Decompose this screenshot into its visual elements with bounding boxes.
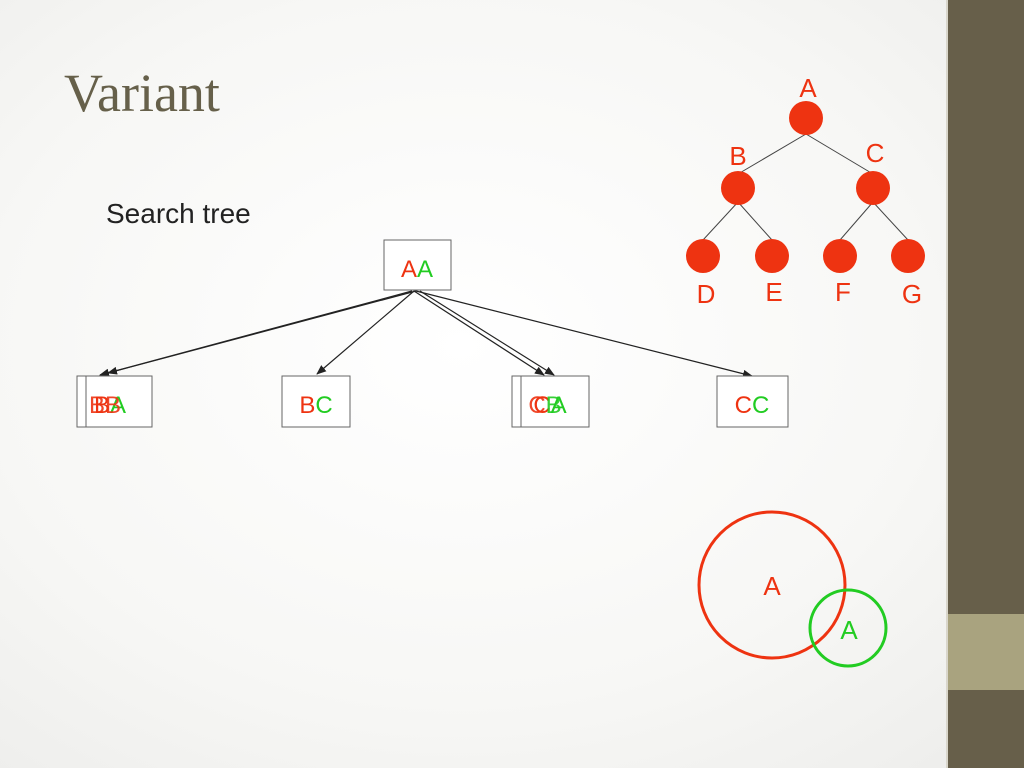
venn-label-variant: A <box>840 615 858 645</box>
tree-node <box>891 239 925 273</box>
svg-text:CA: CA <box>533 392 566 419</box>
binary-tree: A B C D E F G <box>686 73 925 309</box>
tree-node <box>789 101 823 135</box>
tree-label-a: A <box>799 73 817 103</box>
child-label-variant: C <box>315 392 332 419</box>
svg-text:BC: BC <box>299 392 332 419</box>
child-label-primary: B <box>89 392 105 419</box>
venn-circle-variant <box>808 588 888 668</box>
slide-subtitle: Search tree <box>106 198 251 229</box>
svg-text:BA: BA <box>94 392 126 419</box>
child-label-variant: A <box>110 392 126 419</box>
tree-edge <box>737 133 807 175</box>
tree-node <box>686 239 720 273</box>
tree-label-c: C <box>866 138 885 168</box>
child-label-primary: B <box>94 392 110 419</box>
root-label-primary: A <box>401 256 417 283</box>
tree-edge <box>702 201 739 241</box>
svg-text:CC: CC <box>735 392 770 419</box>
venn-circle-primary <box>697 510 847 660</box>
tree-node <box>721 171 755 205</box>
sidebar-accent-block <box>948 614 1024 690</box>
svg-text:AA: AA <box>401 256 433 283</box>
child-label-primary: B <box>299 392 315 419</box>
search-child-node: CC <box>716 375 789 428</box>
tree-edge <box>872 201 909 241</box>
search-child-node: BA BB <box>76 375 153 428</box>
search-edge <box>415 290 753 378</box>
child-label-variant: A <box>551 392 567 419</box>
child-label-variant: B <box>546 392 562 419</box>
svg-text:CB: CB <box>528 392 561 419</box>
child-label-primary: C <box>735 392 752 419</box>
search-edge <box>107 290 417 375</box>
search-edge <box>413 290 545 376</box>
search-child-node: CA CB <box>511 375 590 428</box>
venn-diagram: A A <box>697 510 888 668</box>
tree-edge <box>805 133 874 175</box>
svg-text:BB: BB <box>89 392 121 419</box>
tree-edge <box>839 201 874 241</box>
slide-title: Variant <box>64 63 220 123</box>
child-label-variant: C <box>752 392 769 419</box>
child-label-variant: B <box>105 392 121 419</box>
tree-edge <box>737 201 773 241</box>
child-label-primary: C <box>533 392 550 419</box>
search-edge <box>316 290 415 375</box>
child-label-primary: C <box>528 392 545 419</box>
tree-label-d: D <box>697 279 716 309</box>
sidebar-divider <box>946 0 948 768</box>
venn-label-primary: A <box>763 571 781 601</box>
search-tree: AA BA BB BC CA <box>76 239 789 428</box>
tree-label-e: E <box>765 277 782 307</box>
search-edge <box>419 290 555 376</box>
tree-label-f: F <box>835 277 851 307</box>
search-child-node: BC <box>281 375 351 428</box>
tree-node <box>823 239 857 273</box>
root-label-variant: A <box>417 256 433 283</box>
tree-node <box>755 239 789 273</box>
tree-node <box>856 171 890 205</box>
tree-label-g: G <box>902 279 922 309</box>
search-root-node: AA <box>383 239 452 291</box>
tree-label-b: B <box>729 141 746 171</box>
